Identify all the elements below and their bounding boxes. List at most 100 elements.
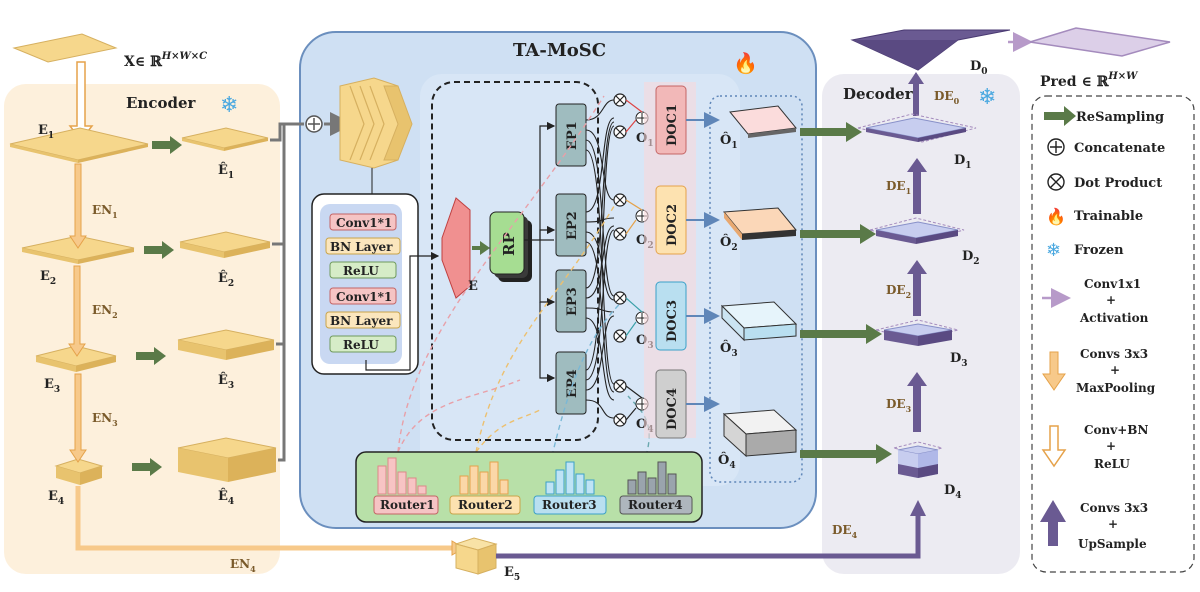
embedding-e <box>441 197 471 299</box>
resampling-arrows-enc <box>132 136 182 476</box>
snowflake-icon: ❄ <box>220 93 238 118</box>
o-hat-2-label: Ô2 <box>720 233 738 253</box>
svg-text:DOC1: DOC1 <box>665 104 680 146</box>
expert-dashed-box <box>431 81 599 441</box>
router-2: Router2 <box>449 461 521 515</box>
en4-path <box>75 486 456 551</box>
svg-text:+: + <box>1110 363 1120 377</box>
hollow-down-arrow-icon <box>1041 425 1067 468</box>
conv-layer-1: Conv1*1 <box>336 216 392 230</box>
e-hat-2 <box>179 231 271 258</box>
svg-text:Activation: Activation <box>1079 311 1149 325</box>
decoder-d4 <box>893 441 943 478</box>
flame-icon: 🔥 <box>1046 207 1066 226</box>
svg-text:DOC3: DOC3 <box>665 300 680 342</box>
svg-text:ReLU: ReLU <box>1094 457 1130 471</box>
resampling-arrows-dec <box>800 122 892 464</box>
d1-label: D1 <box>954 153 972 171</box>
svg-text:Convs 3x3: Convs 3x3 <box>1080 347 1148 361</box>
snowflake-icon: ❄ <box>978 85 996 110</box>
expert-output-curves <box>585 99 615 419</box>
o-hat-1-label: Ô1 <box>720 131 738 151</box>
d0-label: D0 <box>970 59 988 77</box>
doc1: DOC1 <box>655 85 687 155</box>
d3-label: D3 <box>950 351 968 369</box>
router-panel <box>355 451 703 523</box>
decoder-d3 <box>875 319 959 346</box>
conv-layer-5: BN Layer <box>330 314 393 328</box>
stacked-feature-block <box>339 77 413 169</box>
en2-label: EN2 <box>92 303 118 320</box>
svg-text:EP2: EP2 <box>565 211 580 240</box>
conv-layer-6: ReLU <box>343 338 379 352</box>
o-hat-3-label: Ô3 <box>720 339 738 359</box>
o-hat-dotted-box <box>709 95 803 483</box>
encoder-down-arrows <box>68 163 87 463</box>
e3-label: E3 <box>44 377 60 395</box>
legend-item-maxpool: Convs 3x3 + MaxPooling <box>1042 347 1156 395</box>
d4-label: D4 <box>944 483 962 501</box>
svg-text:Router4: Router4 <box>628 498 683 512</box>
input-plane <box>12 33 118 63</box>
e-hat-3-label: Ê3 <box>218 372 234 391</box>
de2-label: DE2 <box>886 283 911 300</box>
svg-text:Dot Product: Dot Product <box>1074 176 1162 191</box>
svg-text:ReSampling: ReSampling <box>1076 110 1164 125</box>
svg-text:Conv+BN: Conv+BN <box>1084 423 1148 437</box>
e1-label: E1 <box>38 123 54 141</box>
legend-item-convbn: Conv+BN + ReLU <box>1041 423 1148 471</box>
svg-text:UpSample: UpSample <box>1078 537 1147 551</box>
pred-plane <box>1029 27 1171 57</box>
encoder-stage-e3 <box>35 345 117 372</box>
svg-text:Router3: Router3 <box>542 498 597 512</box>
svg-text:DOC4: DOC4 <box>665 388 680 430</box>
de1-label: DE1 <box>886 179 911 196</box>
dot-to-concat-lines <box>625 99 643 421</box>
expert-ep3: EP3 <box>555 269 587 333</box>
expert-ep2: EP2 <box>555 193 587 257</box>
conv-layers: Conv1*1 BN Layer ReLU Conv1*1 BN Layer R… <box>325 213 401 353</box>
green-arrow-icon <box>1044 106 1076 126</box>
decoder-d2 <box>869 217 965 244</box>
input-label: X∈ ℝH×W×C <box>124 51 207 70</box>
e4-label: E4 <box>48 489 64 507</box>
tamosc-title: TA-MoSC <box>513 40 606 61</box>
de4-label: DE4 <box>832 523 858 540</box>
expert-ep1: EP1 <box>555 103 587 167</box>
concat-lines <box>270 112 354 462</box>
legend-item-frozen: ❄ Frozen <box>1046 240 1124 261</box>
flame-icon: 🔥 <box>733 51 758 75</box>
doc4: DOC4 <box>655 369 687 439</box>
legend-item-conv1x1: Conv1x1 + Activation <box>1042 277 1149 325</box>
conv-layer-4: Conv1*1 <box>336 290 392 304</box>
legend-box <box>1031 95 1195 573</box>
en3-label: EN3 <box>92 411 118 428</box>
router-1: Router1 <box>373 457 439 515</box>
purple-up-arrow-icon <box>1040 500 1066 546</box>
legend-item-concatenate: Concatenate <box>1047 138 1165 156</box>
rp-label: RP <box>500 232 518 256</box>
encoder-stage-e4 <box>54 458 104 485</box>
doc3: DOC3 <box>655 281 687 351</box>
legend-item-dot-product: Dot Product <box>1047 173 1162 191</box>
e-hat-3 <box>177 329 275 360</box>
conv-layer-2: BN Layer <box>330 240 393 254</box>
decoder-title: Decoder <box>843 85 914 103</box>
en4-label: EN4 <box>230 557 256 574</box>
svg-text:EP1: EP1 <box>565 121 580 150</box>
snowflake-icon: ❄ <box>1046 240 1061 261</box>
svg-text:Router1: Router1 <box>380 498 435 512</box>
svg-text:Concatenate: Concatenate <box>1074 141 1165 156</box>
pred-label: Pred ∈ ℝH×W <box>1040 71 1139 90</box>
d2-label: D2 <box>962 249 980 267</box>
svg-text:Convs 3x3: Convs 3x3 <box>1080 501 1148 515</box>
svg-text:MaxPooling: MaxPooling <box>1076 381 1156 395</box>
encoder-title: Encoder <box>126 94 197 112</box>
o-hat-4-label: Ô4 <box>718 451 736 471</box>
e-hat-4-label: Ê4 <box>218 488 234 507</box>
dot-product-crosses <box>615 95 625 425</box>
e-hat-1-label: Ê1 <box>218 162 234 181</box>
o-hat-2 <box>723 207 797 240</box>
svg-text:+: + <box>1106 439 1116 453</box>
bottleneck-e5 <box>454 537 498 575</box>
